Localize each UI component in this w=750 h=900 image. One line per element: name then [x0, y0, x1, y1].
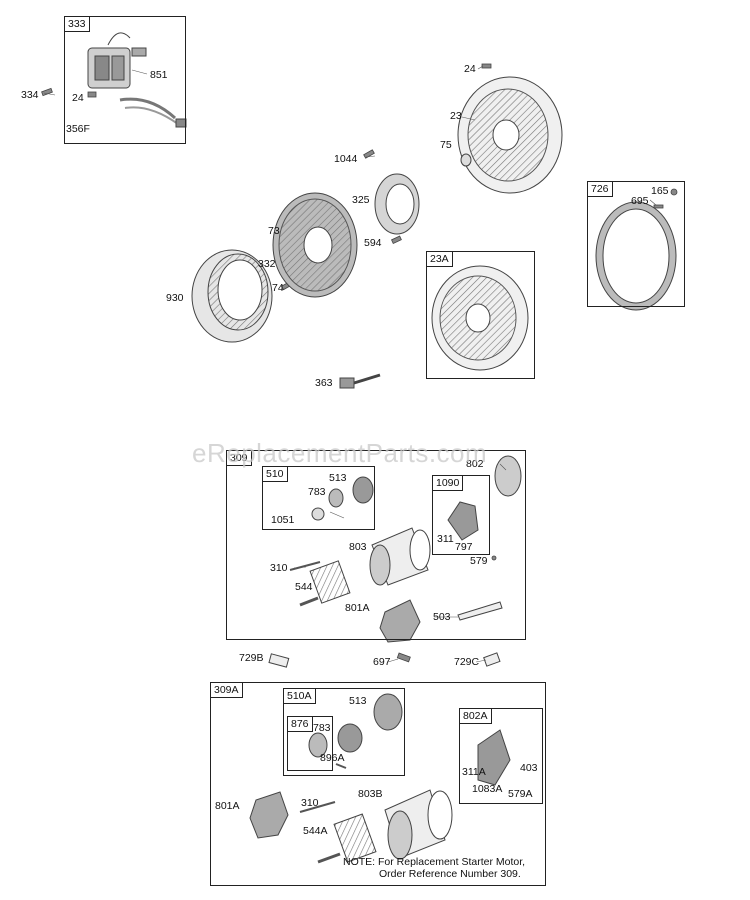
label-74: 74	[272, 282, 284, 294]
bolt-assembly-drawing	[339, 373, 381, 389]
pulley-drawing	[374, 173, 420, 235]
label-310: 310	[270, 562, 288, 574]
label-896a: 896A	[320, 752, 345, 764]
box-510a-tag: 510A	[284, 689, 316, 704]
label-803b: 803B	[358, 788, 383, 800]
box-333-tag: 333	[65, 17, 90, 32]
label-403: 403	[520, 762, 538, 774]
label-797: 797	[455, 541, 473, 553]
label-579a: 579A	[508, 788, 533, 800]
label-1083a: 1083A	[472, 783, 503, 795]
ignition-module-drawing	[87, 32, 187, 128]
label-1051: 1051	[271, 514, 295, 526]
label-23: 23	[450, 110, 462, 122]
box-510: 510	[262, 466, 375, 530]
label-802: 802	[466, 458, 484, 470]
label-311: 311	[437, 533, 454, 545]
box-802a: 802A	[459, 708, 543, 804]
starter-309-drawing	[268, 455, 522, 668]
fan-retainer-drawing	[272, 192, 358, 298]
box-802a-tag: 802A	[460, 709, 492, 724]
replacement-note: NOTE: For Replacement Starter Motor, Ord…	[343, 856, 525, 880]
label-325: 325	[352, 194, 370, 206]
label-513-309a: 513	[349, 695, 367, 707]
box-510a: 510A	[283, 688, 405, 776]
watermark: eReplacementParts.com	[192, 438, 488, 468]
leader-lines	[43, 65, 657, 663]
box-726-tag: 726	[588, 182, 613, 197]
label-311a: 311A	[462, 766, 486, 778]
label-579: 579	[470, 555, 488, 567]
box-309: 309	[226, 450, 526, 640]
label-729c: 729C	[454, 656, 480, 668]
label-503: 503	[433, 611, 451, 623]
label-1044: 1044	[334, 153, 358, 165]
label-356f: 356F	[66, 123, 90, 135]
label-165: 165	[651, 185, 669, 197]
label-73: 73	[268, 225, 280, 237]
label-75: 75	[440, 139, 452, 151]
box-309-tag: 309	[227, 451, 252, 466]
label-783: 783	[308, 486, 326, 498]
label-697: 697	[373, 656, 391, 668]
label-729b: 729B	[239, 652, 264, 664]
box-726: 726	[587, 181, 685, 307]
label-513: 513	[329, 472, 347, 484]
box-510-tag: 510	[263, 467, 288, 482]
rotating-screen-drawing	[191, 249, 273, 343]
box-23a: 23A	[426, 251, 535, 379]
box-1090-tag: 1090	[433, 476, 464, 491]
box-876-tag: 876	[288, 717, 313, 732]
label-24-module: 24	[72, 92, 84, 104]
label-930: 930	[166, 292, 184, 304]
flywheel-drawing	[457, 76, 563, 194]
flywheel-23a-drawing	[431, 265, 529, 371]
label-851: 851	[150, 69, 168, 81]
note-line-2: Order Reference Number 309.	[379, 868, 521, 880]
ring-gear-drawing	[595, 201, 677, 311]
label-594: 594	[364, 237, 382, 249]
box-309a: 309A	[210, 682, 546, 886]
note-line-1: NOTE: For Replacement Starter Motor,	[343, 856, 526, 868]
label-544: 544	[295, 581, 313, 593]
box-876: 876	[287, 716, 333, 771]
label-310-309a: 310	[301, 797, 319, 809]
box-1090: 1090	[432, 475, 490, 555]
label-803: 803	[349, 541, 367, 553]
box-333: 333	[64, 16, 186, 144]
label-695: 695	[631, 195, 649, 207]
label-544a: 544A	[303, 825, 328, 837]
label-801a-309a: 801A	[215, 800, 240, 812]
label-801a: 801A	[345, 602, 370, 614]
label-24-flywheel: 24	[464, 63, 476, 75]
box-23a-tag: 23A	[427, 252, 453, 267]
label-363: 363	[315, 377, 333, 389]
box-309a-tag: 309A	[211, 683, 243, 698]
label-332: 332	[258, 258, 276, 270]
label-783-309a: 783	[313, 722, 331, 734]
starter-309a-drawing	[249, 693, 511, 864]
label-334: 334	[21, 89, 39, 101]
